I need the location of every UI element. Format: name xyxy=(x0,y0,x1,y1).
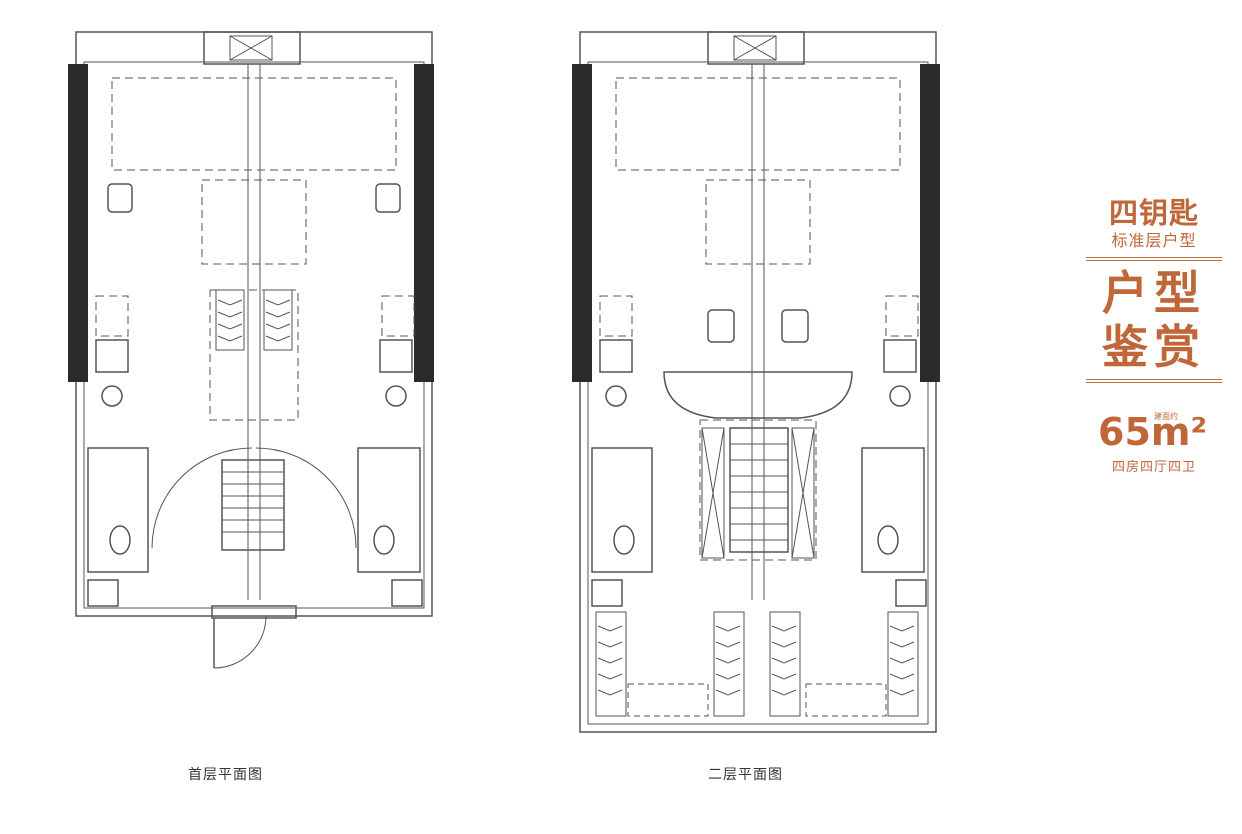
right-wall-pillar xyxy=(920,64,940,382)
first-floor-caption: 首层平面图 xyxy=(188,767,263,783)
heading-line-2: 鉴赏 xyxy=(1102,320,1206,374)
right-wall-pillar xyxy=(414,64,434,382)
vent-shaft xyxy=(203,31,301,65)
product-title: 四钥匙 xyxy=(1108,196,1199,230)
left-wall-pillar xyxy=(572,64,592,382)
left-wall-pillar xyxy=(68,64,88,382)
vent-shaft xyxy=(707,31,805,65)
unit-info-panel: 四钥匙 标准层户型 户型 鉴赏 65m² 建面约 四房四厅四卫 xyxy=(1086,196,1222,475)
area-value: 65m² xyxy=(1098,410,1208,454)
room-layout: 四房四厅四卫 xyxy=(1111,460,1196,475)
first-floor-plan xyxy=(68,31,434,669)
second-floor-plan xyxy=(572,31,940,733)
divider xyxy=(1086,378,1222,386)
divider xyxy=(1086,256,1222,264)
area-label: 建面约 xyxy=(1154,412,1178,421)
product-subtitle: 标准层户型 xyxy=(1111,231,1197,250)
second-floor-caption: 二层平面图 xyxy=(708,767,783,783)
heading-line-1: 户型 xyxy=(1102,266,1206,320)
outer-wall xyxy=(579,31,937,733)
area-block: 65m² 建面约 xyxy=(1086,410,1222,456)
